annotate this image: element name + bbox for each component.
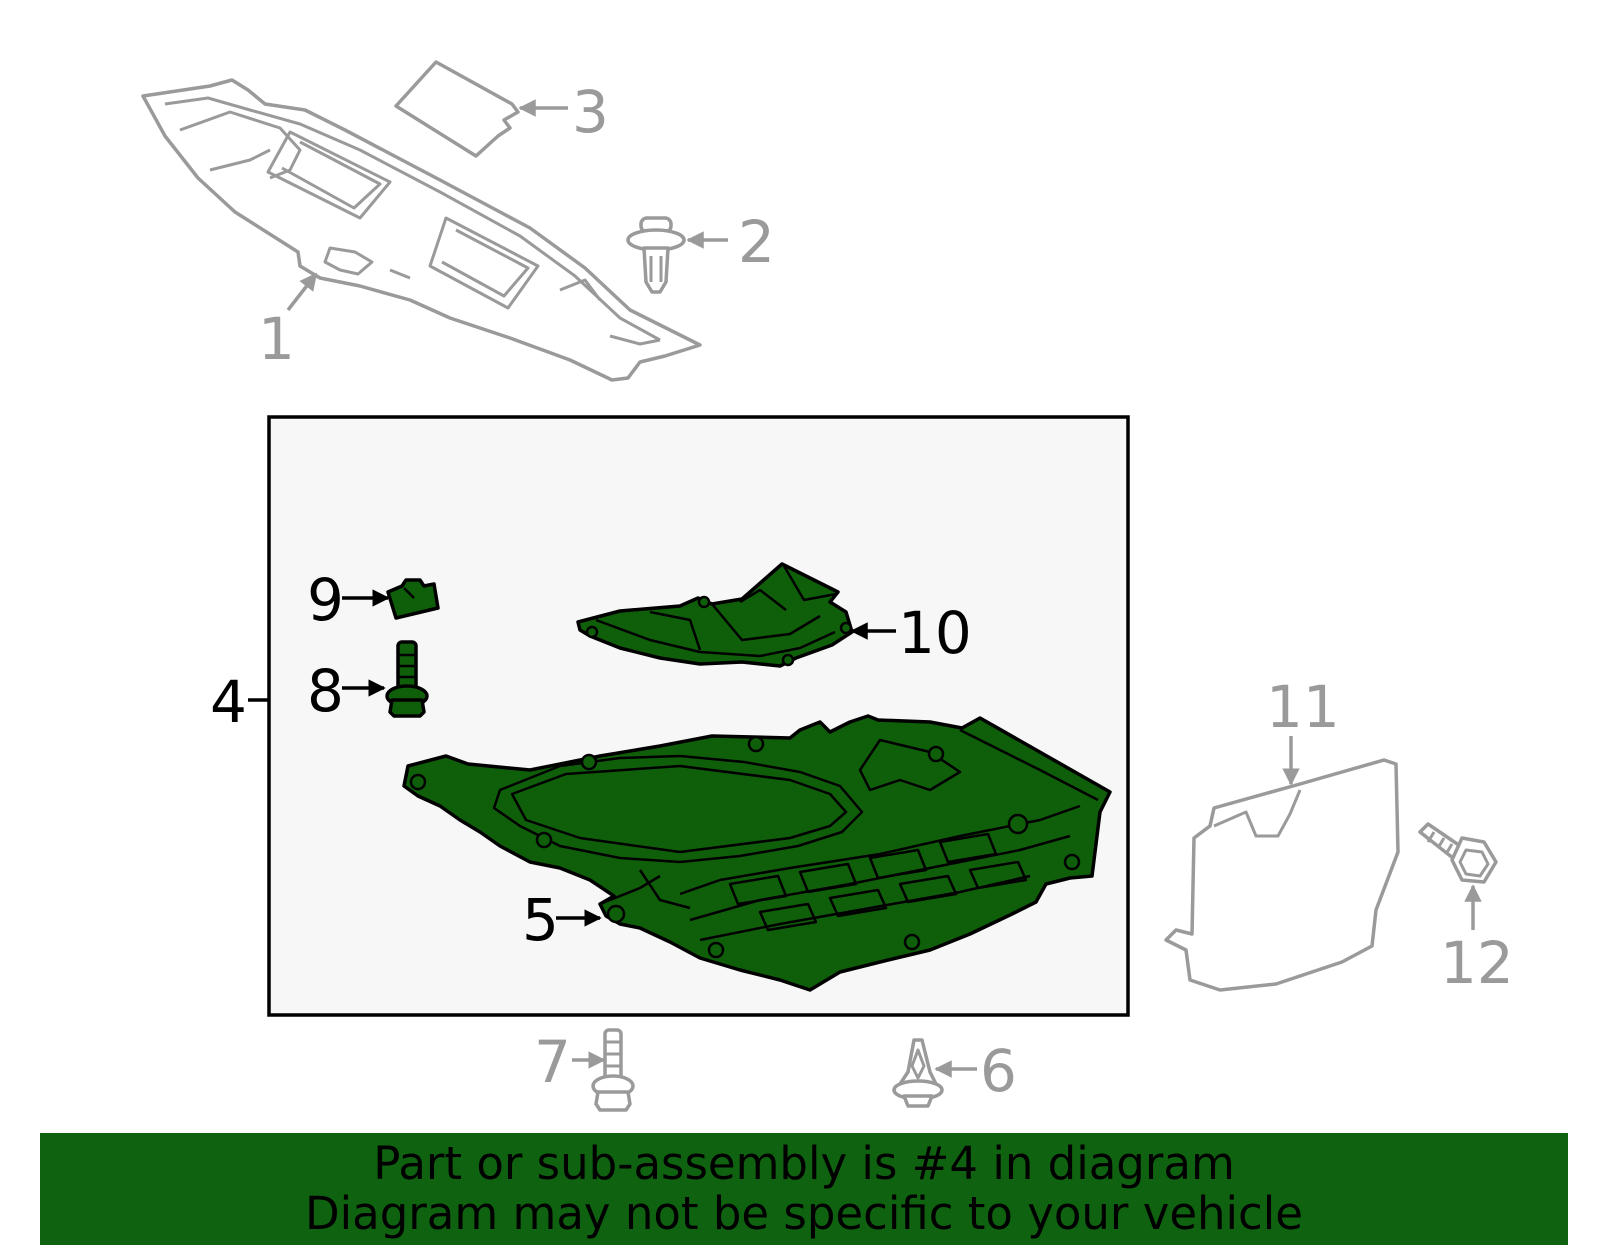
leader-lines (248, 99, 1482, 1078)
part-8-bolt[interactable] (385, 640, 429, 718)
part-1-upper-shield[interactable] (141, 78, 702, 382)
callout-9: 9 (307, 566, 344, 634)
callout-11: 11 (1266, 673, 1340, 741)
banner-line-2: Diagram may not be specific to your vehi… (305, 1187, 1303, 1240)
part-7-bolt[interactable] (591, 1028, 635, 1112)
part-11-splash-shield[interactable] (1164, 758, 1400, 992)
info-banner: Part or sub-assembly is #4 in diagram Di… (40, 1133, 1568, 1245)
callout-7: 7 (534, 1028, 571, 1096)
banner-line-1: Part or sub-assembly is #4 in diagram (373, 1137, 1235, 1190)
part-10-front-cover[interactable] (576, 562, 854, 668)
part-3-small-panel[interactable] (394, 60, 520, 158)
part-6-push-rivet[interactable] (892, 1038, 944, 1108)
callout-10: 10 (898, 599, 972, 667)
part-9-clip-nut[interactable] (386, 578, 440, 620)
callout-1: 1 (258, 305, 295, 373)
callout-12: 12 (1440, 929, 1514, 997)
part-5-engine-under-cover[interactable] (402, 714, 1112, 992)
callout-3: 3 (572, 78, 609, 146)
callout-8: 8 (307, 657, 344, 725)
part-12-screw[interactable] (1418, 822, 1498, 884)
callout-6: 6 (980, 1037, 1017, 1105)
callout-4: 4 (210, 668, 247, 736)
callout-2: 2 (738, 208, 775, 276)
callout-5: 5 (522, 886, 559, 954)
part-2-push-clip[interactable] (626, 216, 686, 294)
